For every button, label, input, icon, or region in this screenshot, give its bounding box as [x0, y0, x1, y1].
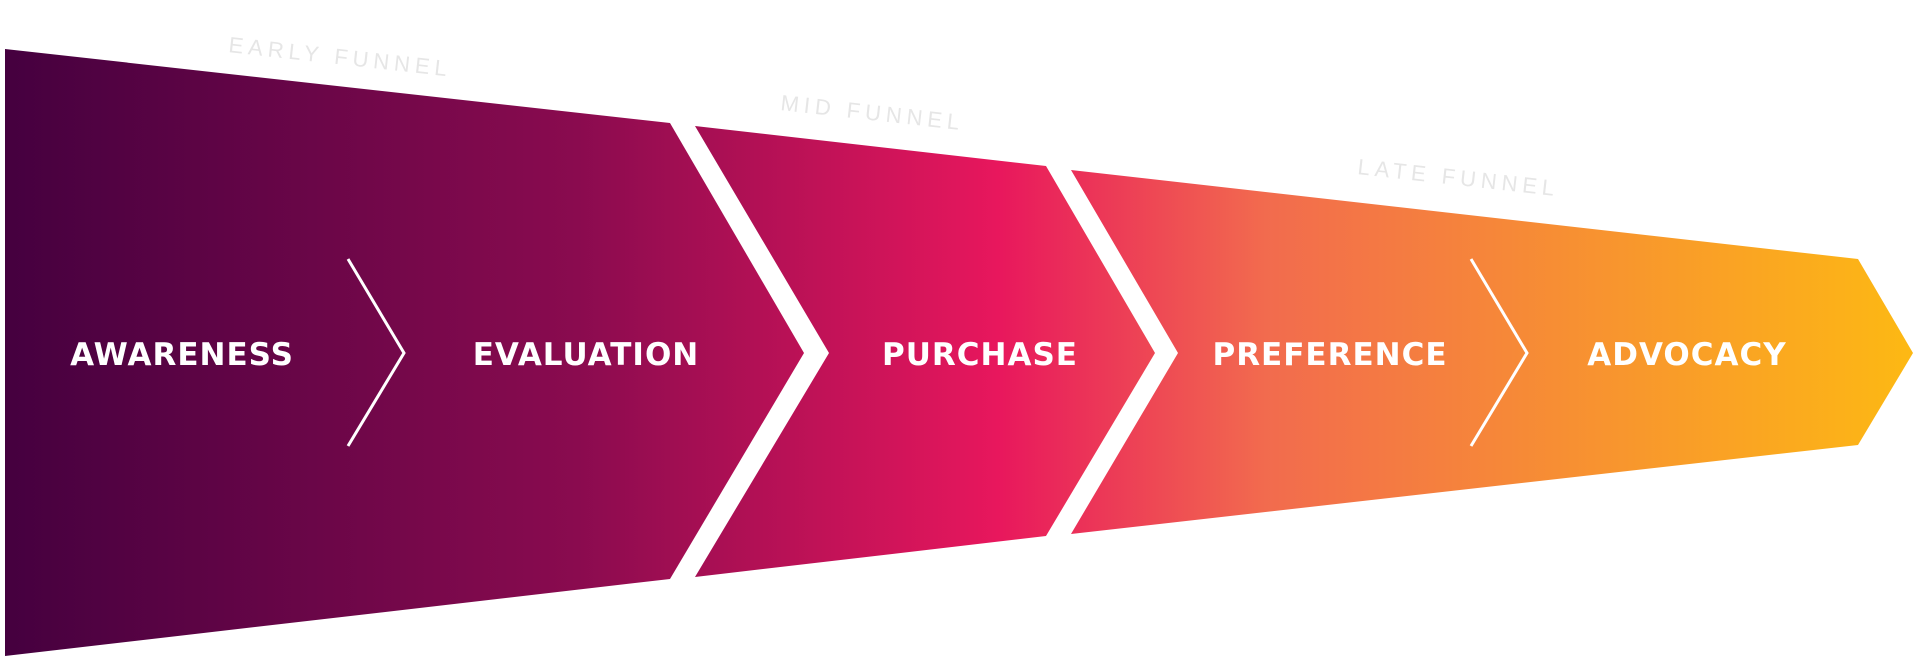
stage-label-advocacy: ADVOCACY	[1587, 337, 1786, 373]
chevron-divider-late	[1469, 258, 1529, 447]
funnel-segment-late	[1071, 170, 1913, 534]
section-label-late-funnel: LATE FUNNEL	[1356, 154, 1560, 201]
funnel-segment-mid	[695, 126, 1155, 577]
stage-label-purchase: PURCHASE	[882, 337, 1078, 373]
section-label-early-funnel: EARLY FUNNEL	[227, 32, 453, 81]
chevron-divider-early	[346, 258, 406, 447]
stage-label-preference: PREFERENCE	[1212, 337, 1447, 373]
stage-label-evaluation: EVALUATION	[473, 337, 700, 373]
section-label-mid-funnel: MID FUNNEL	[779, 90, 965, 135]
stage-label-awareness: AWARENESS	[70, 337, 294, 373]
